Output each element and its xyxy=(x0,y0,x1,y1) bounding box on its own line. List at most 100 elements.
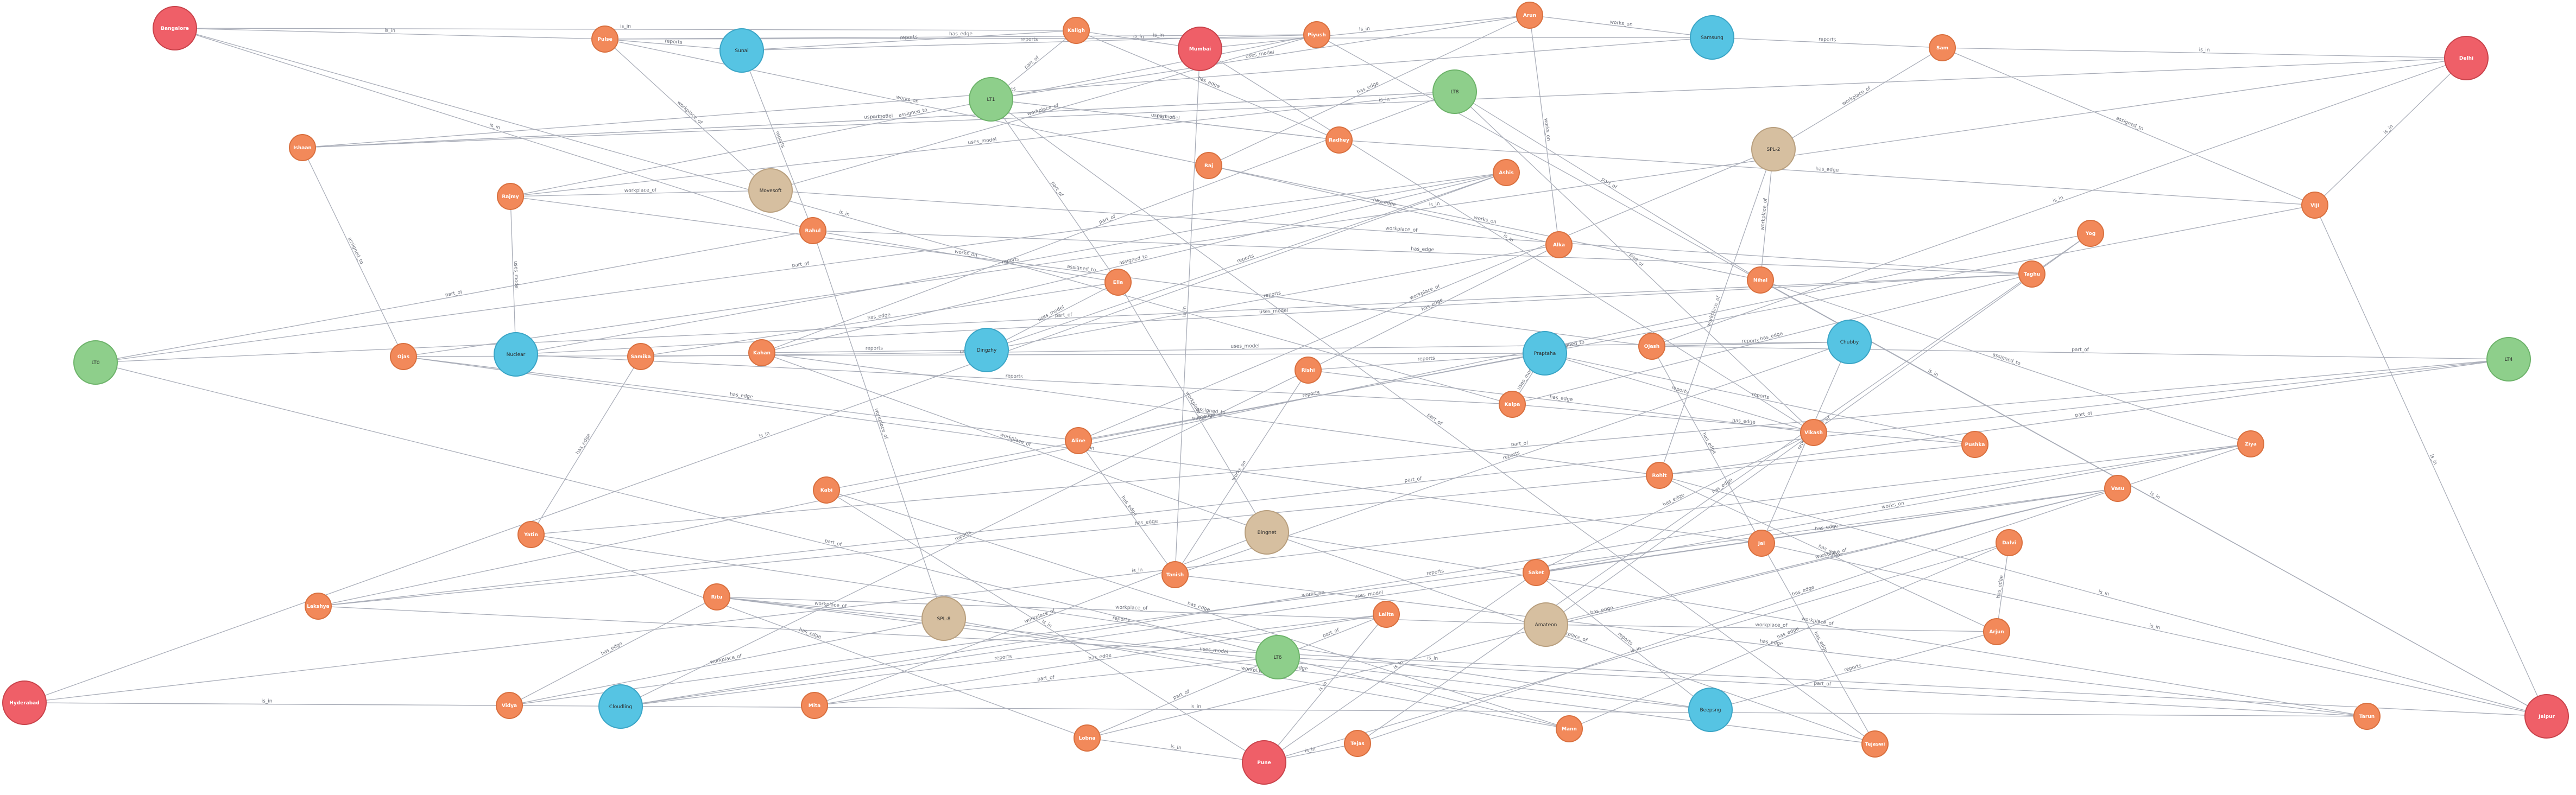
node-circle[interactable] xyxy=(1242,740,1286,785)
edge-workplace-of[interactable] xyxy=(1545,488,2118,625)
edge-workplace-of[interactable] xyxy=(509,618,944,706)
edge-reports[interactable] xyxy=(1712,37,1943,48)
edge-assigned-to[interactable] xyxy=(761,172,1507,353)
edge-reports[interactable] xyxy=(741,30,1077,51)
node-circle[interactable] xyxy=(1063,17,1090,44)
node-circle[interactable] xyxy=(1688,688,1733,732)
edge-workplace-of[interactable] xyxy=(770,190,2032,275)
node-person-kaligh[interactable]: Kaligh xyxy=(1063,17,1090,44)
edge-works-on[interactable] xyxy=(509,488,2118,706)
node-circle[interactable] xyxy=(813,476,840,504)
node-circle[interactable] xyxy=(2353,703,2381,730)
edge-is-in[interactable] xyxy=(174,28,1513,405)
edge-part-of[interactable] xyxy=(318,359,2509,607)
node-person-yatin[interactable]: Yatin xyxy=(517,521,545,548)
node-person-rishi[interactable]: Rishi xyxy=(1295,357,1322,384)
edge-is-in[interactable] xyxy=(24,702,2367,717)
edge-has-edge[interactable] xyxy=(1078,440,1176,575)
node-person-sam[interactable]: Sam xyxy=(1929,34,1956,61)
node-circle[interactable] xyxy=(748,168,793,213)
node-circle[interactable] xyxy=(1646,462,1673,489)
edge-workplace-of[interactable] xyxy=(1266,532,1876,745)
node-circle[interactable] xyxy=(1827,320,1872,364)
node-product-amateon[interactable]: Amateon xyxy=(1524,602,1568,647)
node-circle[interactable] xyxy=(2444,36,2489,80)
node-person-kahan[interactable]: Kahan xyxy=(748,339,775,366)
edge-has-edge[interactable] xyxy=(1569,542,2010,729)
node-circle[interactable] xyxy=(517,521,545,548)
node-person-ojash[interactable]: Ojash xyxy=(1638,333,1665,360)
edge-uses-model[interactable] xyxy=(302,91,1455,148)
edge-assigned-to[interactable] xyxy=(1760,279,2251,444)
edge-is-in[interactable] xyxy=(174,28,1077,31)
node-person-raj[interactable]: Raj xyxy=(1195,152,1222,179)
edge-workplace-of[interactable] xyxy=(1117,282,1267,533)
node-circle[interactable] xyxy=(1178,27,1222,71)
node-circle[interactable] xyxy=(153,6,197,50)
edge-reports[interactable] xyxy=(986,172,1507,351)
edge-is-in[interactable] xyxy=(2314,205,2547,717)
edge-is-in[interactable] xyxy=(2314,58,2467,206)
edge-has-edge[interactable] xyxy=(509,596,717,706)
node-person-arun[interactable]: Arun xyxy=(1516,2,1543,29)
node-person-alka[interactable]: Alka xyxy=(1545,231,1573,258)
edge-has-edge[interactable] xyxy=(826,489,1570,729)
node-circle[interactable] xyxy=(1545,231,1573,258)
node-circle[interactable] xyxy=(964,328,1009,372)
node-person-samika[interactable]: Samika xyxy=(627,343,654,370)
node-person-aline[interactable]: Aline xyxy=(1065,427,1092,454)
edge-is-in[interactable] xyxy=(1264,614,1387,763)
node-person-ashis[interactable]: Ashis xyxy=(1493,159,1520,186)
node-circle[interactable] xyxy=(2486,337,2531,381)
node-person-vidya[interactable]: Vidya xyxy=(496,692,523,719)
node-person-radhey[interactable]: Radhey xyxy=(1325,126,1353,154)
node-circle[interactable] xyxy=(1556,715,1583,742)
edge-has-edge[interactable] xyxy=(1175,574,2367,717)
edge-reports[interactable] xyxy=(761,349,987,353)
node-circle[interactable] xyxy=(598,684,643,729)
edge-has-edge[interactable] xyxy=(1208,165,1560,245)
node-person-yog[interactable]: Yog xyxy=(2077,220,2104,247)
node-circle[interactable] xyxy=(1161,561,1189,588)
node-team-lt4[interactable]: LT4 xyxy=(2486,337,2531,381)
edge-workplace-of[interactable] xyxy=(814,532,1267,706)
edge-reports[interactable] xyxy=(515,354,1513,405)
edge-has-edge[interactable] xyxy=(1357,233,2091,744)
edge-has-edge[interactable] xyxy=(1512,404,1975,445)
edge-reports[interactable] xyxy=(620,443,2251,707)
node-company-praptaha[interactable]: Praptaha xyxy=(1523,331,1567,376)
node-circle[interactable] xyxy=(1373,601,1400,628)
edge-workplace-of[interactable] xyxy=(1545,624,1997,632)
node-circle[interactable] xyxy=(1638,333,1665,360)
node-circle[interactable] xyxy=(2104,475,2131,502)
edge-uses-model[interactable] xyxy=(620,488,2118,707)
edge-is-in[interactable] xyxy=(1264,542,2010,763)
edge-reports[interactable] xyxy=(604,39,742,51)
node-circle[interactable] xyxy=(494,332,538,377)
edge-has-edge[interactable] xyxy=(1076,30,1340,141)
node-city-bangalore[interactable]: Bangalore xyxy=(153,6,197,50)
node-circle[interactable] xyxy=(801,692,828,719)
node-circle[interactable] xyxy=(1748,530,1775,557)
node-person-saket[interactable]: Saket xyxy=(1523,559,1550,586)
node-circle[interactable] xyxy=(2524,694,2569,739)
edge-is-in[interactable] xyxy=(1651,58,2467,347)
edge-workplace-of[interactable] xyxy=(812,230,944,619)
node-city-delhi[interactable]: Delhi xyxy=(2444,36,2489,80)
node-circle[interactable] xyxy=(2,680,47,725)
node-circle[interactable] xyxy=(799,217,826,244)
edge-part-of[interactable] xyxy=(990,99,1119,283)
node-city-hyderabad[interactable]: Hyderabad xyxy=(2,680,47,725)
node-circle[interactable] xyxy=(1516,2,1543,29)
edge-part-of[interactable] xyxy=(95,230,813,363)
node-city-mumbai[interactable]: Mumbai xyxy=(1178,27,1222,71)
edge-assigned-to[interactable] xyxy=(1942,47,2315,206)
edge-has-edge[interactable] xyxy=(640,282,1119,357)
node-city-pune[interactable]: Pune xyxy=(1242,740,1286,785)
edge-reports[interactable] xyxy=(620,614,1387,707)
node-company-cloudling[interactable]: Cloudling xyxy=(598,684,643,729)
edge-assigned-to[interactable] xyxy=(510,196,1652,347)
node-person-lalita[interactable]: Lalita xyxy=(1373,601,1400,628)
edge-reports[interactable] xyxy=(1544,353,1975,445)
node-person-viji[interactable]: Viji xyxy=(2301,192,2328,219)
